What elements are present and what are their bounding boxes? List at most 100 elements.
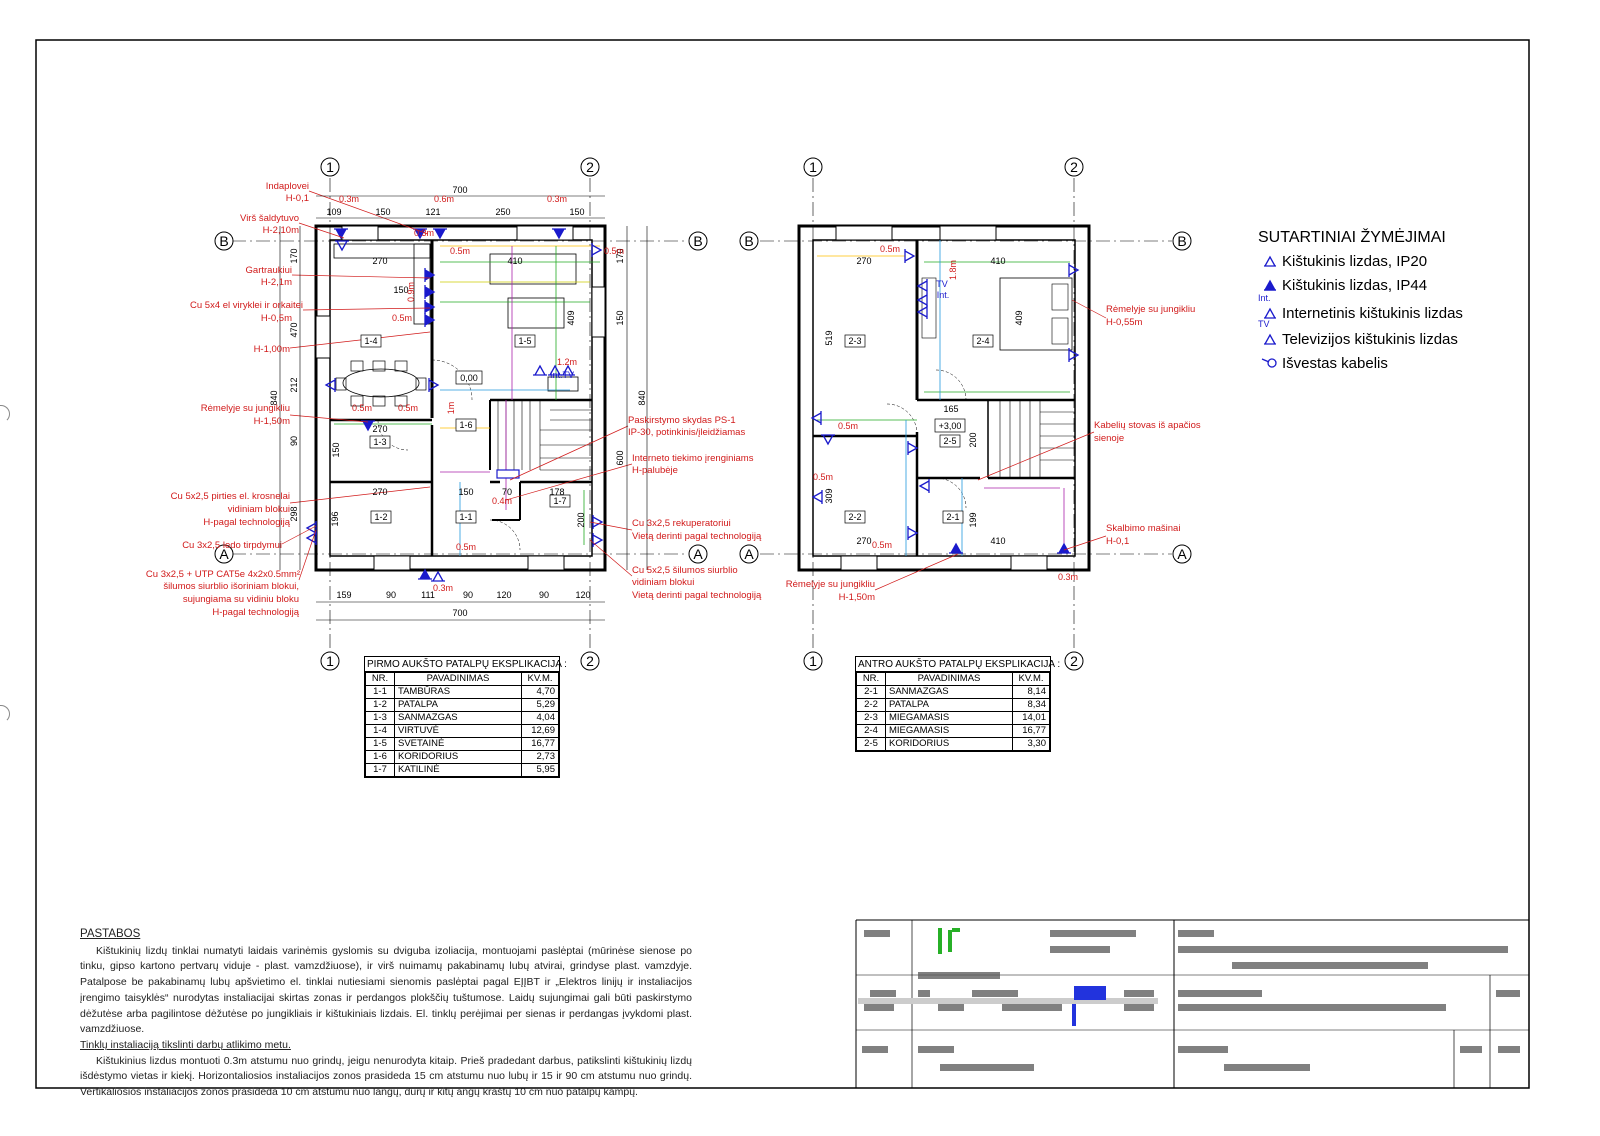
- height-mark: 0.6m: [434, 194, 454, 204]
- dimension-text: 170: [289, 248, 299, 263]
- dimension-text: 199: [968, 512, 978, 527]
- illegible-text-block: [1178, 946, 1508, 953]
- notes-title: PASTABOS: [80, 928, 141, 940]
- annotation-text: H-2,1m: [261, 277, 292, 288]
- height-mark: 1m: [446, 402, 456, 415]
- ground-floor-explication-table: PIRMO AUKŠTO PATALPŲ EKSPLIKACIJA : NR. …: [364, 656, 567, 778]
- room-area-cell: 16,77: [1012, 724, 1050, 738]
- room-number-cell: 2-3: [856, 711, 886, 725]
- socket-ip20-icon: [548, 364, 562, 376]
- dimension-text: 200: [968, 432, 978, 447]
- annotation-text: Cu 3x2,5 ledo tirpdymui: [182, 540, 282, 551]
- illegible-text-block: [864, 1004, 894, 1011]
- dimension-text: 70: [502, 487, 512, 497]
- grid-bubble-label: 2: [586, 159, 594, 175]
- dimension-lines: [279, 195, 648, 621]
- dimension-text: 196: [330, 511, 340, 526]
- dimension-text: 178: [549, 487, 564, 497]
- room-tag-box: [549, 494, 571, 508]
- dimension-text: 150: [569, 207, 584, 217]
- floor-level: 0,00: [460, 373, 478, 383]
- annotation-text: sienoje: [1094, 433, 1124, 444]
- legend-label: Kištukinis lizdas, IP20: [1282, 252, 1428, 270]
- room-area-cell: 8,34: [1012, 698, 1050, 712]
- socket-ip20-icon: [592, 533, 604, 547]
- cable-outlet-icon: [1258, 354, 1282, 372]
- socket-ip20-icon: [1068, 263, 1080, 277]
- dimension-text: 150: [375, 207, 390, 217]
- room-tag: 2-1: [946, 512, 959, 522]
- grid-bubble: [580, 651, 600, 671]
- socket-ip20-icon: [305, 531, 317, 545]
- dimension-text: 270: [372, 487, 387, 497]
- illegible-text-block: [972, 990, 1018, 997]
- dimension-text: 700: [452, 608, 467, 618]
- room-number-cell: 2-5: [856, 737, 886, 751]
- grid-bubble-label: B: [1177, 233, 1186, 249]
- annotation-text: Cu 3x2,5 + UTP CAT5e 4x2x0.5mm²: [146, 569, 300, 580]
- socket-ip20-icon: [324, 378, 336, 392]
- punch-hole-mark: [0, 405, 10, 423]
- socket-ip20-icon: [592, 515, 604, 529]
- socket-ip20-icon: [918, 479, 930, 493]
- dimension-text: 150: [331, 442, 341, 457]
- room-number-cell: 2-4: [856, 724, 886, 738]
- illegible-text-block: [938, 1004, 964, 1011]
- leader-line: [1063, 535, 1107, 551]
- leader-line: [977, 431, 1095, 481]
- room-area-cell: 16,77: [521, 737, 559, 751]
- legend-tag: TV: [1258, 319, 1270, 329]
- dimension-text: 200: [576, 512, 586, 527]
- socket-ip44-icon: [424, 268, 436, 282]
- socket-ip20-icon: [811, 490, 823, 504]
- annotation-text: Kabelių stovas iš apačios: [1094, 420, 1201, 431]
- legend: SUTARTINIAI ŽYMĖJIMAI Kištukinis lizdas,…: [1258, 229, 1518, 375]
- annotation-text: H-pagal technologiją: [203, 517, 290, 528]
- room-name-cell: SVETAINĖ: [394, 737, 522, 751]
- room-number-cell: 1-7: [365, 763, 395, 777]
- level-box: [455, 370, 483, 385]
- height-mark: 0.5m: [813, 472, 833, 482]
- room-tag: 1-7: [553, 496, 566, 506]
- dimension-text: 409: [1014, 310, 1024, 325]
- leader-line: [589, 521, 633, 531]
- room-tag-box: [972, 334, 994, 348]
- title-block-illegible-text: [862, 930, 1520, 1071]
- table-header: PAVADINIMAS: [885, 672, 1013, 686]
- tv-socket-icon: TV: [1258, 319, 1282, 348]
- socket-ip44-icon: [334, 228, 348, 240]
- room-area-cell: 14,01: [1012, 711, 1050, 725]
- annotation-text: IP-30, potinkinis/įleidžiamas: [628, 427, 745, 438]
- dimension-text: 410: [507, 256, 522, 266]
- illegible-text-block: [1124, 1004, 1154, 1011]
- height-mark: 0.3m: [339, 194, 359, 204]
- grid-bubble: [214, 544, 234, 564]
- height-mark: 0.5m: [872, 540, 892, 550]
- illegible-text-block: [1124, 990, 1154, 997]
- floor-level: +3,00: [939, 421, 962, 431]
- room-tag: 1-6: [459, 420, 472, 430]
- socket-ip20-icon: [821, 434, 835, 446]
- illegible-text-block: [1178, 990, 1262, 997]
- legend-label: Kištukinis lizdas, IP44: [1282, 276, 1428, 294]
- grid-bubble: [214, 231, 234, 251]
- grid-bubble: [803, 157, 823, 177]
- legend-label: Televizijos kištukinis lizdas: [1282, 330, 1458, 348]
- room-number-cell: 1-4: [365, 724, 395, 738]
- annotation-text: Cu 5x2,5 pirties el. krosnelai: [171, 491, 290, 502]
- legend-label: Išvestas kabelis: [1282, 354, 1388, 372]
- illegible-text-block: [1178, 1004, 1446, 1011]
- room-name-cell: VIRTUVĖ: [394, 724, 522, 738]
- room-name-cell: MIEGAMASIS: [885, 724, 1013, 738]
- height-mark: 0.3m: [433, 583, 453, 593]
- room-area-cell: 5,29: [521, 698, 559, 712]
- room-number-cell: 1-5: [365, 737, 395, 751]
- annotation-text: H-0,55m: [1106, 317, 1143, 328]
- height-mark: 0.3m: [414, 228, 434, 238]
- table-title: ANTRO AUKŠTO PATALPŲ EKSPLIKACIJA :: [856, 659, 1061, 672]
- title-block: [855, 919, 1529, 1088]
- annotation-text: sujungiama su vidiniu bloku: [183, 594, 299, 605]
